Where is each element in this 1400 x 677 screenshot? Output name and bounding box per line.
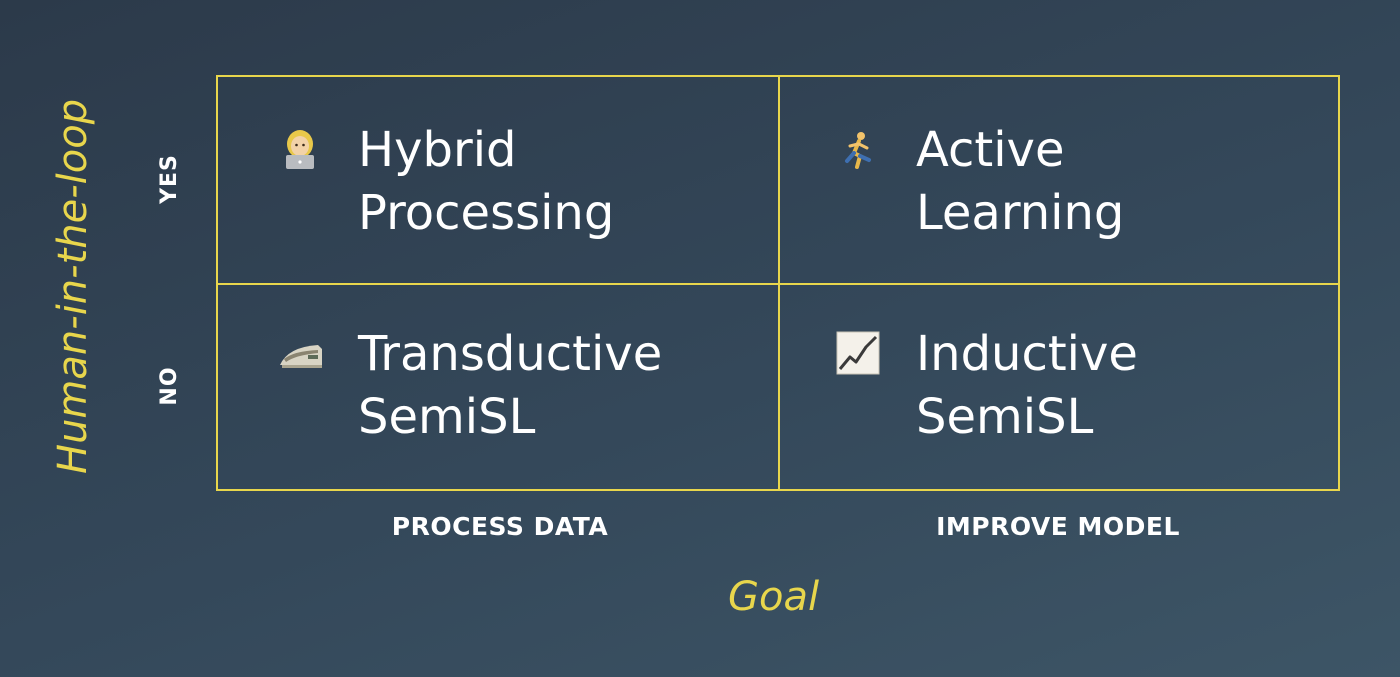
y-axis-title: Human-in-the-loop bbox=[50, 98, 96, 474]
x-axis-title: Goal bbox=[728, 574, 820, 620]
cell-inductive-semisl: Inductive SemiSL bbox=[780, 285, 1340, 491]
high-speed-train-icon bbox=[280, 345, 322, 368]
cell-transductive-semisl-label: Transductive SemiSL bbox=[358, 326, 663, 445]
cell-transductive-semisl: Transductive SemiSL bbox=[218, 285, 778, 491]
row-label-yes: YES bbox=[157, 154, 182, 204]
runner-icon bbox=[845, 132, 871, 169]
cell-inductive-semisl-label: Inductive SemiSL bbox=[916, 326, 1138, 445]
grid-horizontal-divider bbox=[218, 283, 1338, 285]
chart-increasing-icon bbox=[836, 331, 880, 375]
cell-hybrid-processing-label: Hybrid Processing bbox=[358, 122, 615, 241]
col-label-improve-model: IMPROVE MODEL bbox=[936, 512, 1180, 541]
cell-hybrid-processing: Hybrid Processing bbox=[218, 77, 778, 283]
cell-active-learning-label: Active Learning bbox=[916, 122, 1125, 241]
quadrant-grid: Hybrid Processing Active Learning Transd… bbox=[216, 75, 1340, 491]
cell-active-learning: Active Learning bbox=[780, 77, 1340, 283]
row-label-no: NO bbox=[157, 366, 182, 406]
woman-technologist-icon bbox=[286, 130, 314, 169]
col-label-process-data: PROCESS DATA bbox=[391, 512, 609, 541]
